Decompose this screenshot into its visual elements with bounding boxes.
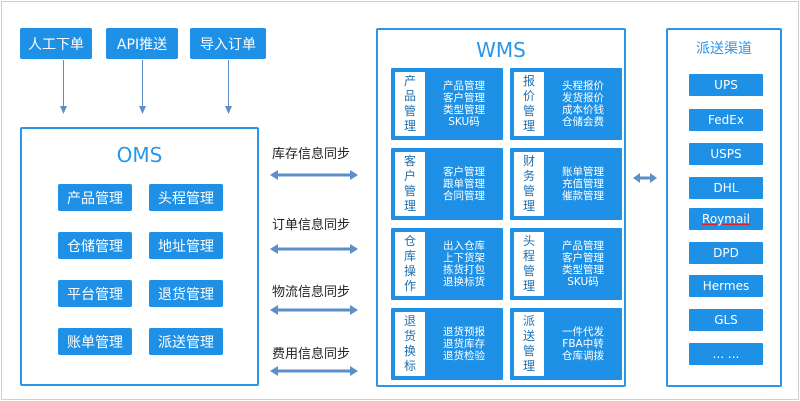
wms-feature: 类型管理 — [562, 264, 604, 276]
wms-feature: 发货报价 — [562, 92, 604, 104]
wms-module-label: 财务管理 — [522, 154, 535, 213]
channels-title: 派送渠道 — [696, 41, 752, 57]
wms-module-label: 产品管理 — [403, 74, 416, 133]
wms-feature: 退货预报 — [443, 326, 485, 338]
oms-item: 派送管理 — [149, 328, 223, 355]
down-arrow-icon — [225, 60, 232, 114]
oms-item: 仓储管理 — [58, 232, 132, 259]
wms-feature: 成本价钱 — [562, 104, 604, 116]
wms-feature: 一件代发 — [562, 326, 604, 338]
wms-feature: 退货库存 — [443, 338, 485, 350]
channels-panel: 派送渠道 UPS FedEx USPS DHL Roymail DPD Herm… — [666, 28, 782, 387]
wms-feature: SKU码 — [567, 276, 599, 288]
sync-label: 物流信息同步 — [272, 285, 351, 300]
wms-module-quote: 报价管理 头程报价 发货报价 成本价钱 仓储会费 — [510, 68, 622, 140]
oms-title: OMS — [116, 143, 163, 167]
wms-feature: 类型管理 — [443, 104, 485, 116]
wms-feature: 头程报价 — [562, 80, 604, 92]
wms-feature: 出入仓库 — [443, 240, 485, 252]
double-arrow-icon — [270, 366, 358, 376]
wms-feature: 合同管理 — [443, 190, 485, 202]
channel-item: GLS — [689, 309, 763, 331]
input-manual-order: 人工下单 — [20, 28, 92, 59]
oms-item: 地址管理 — [149, 232, 223, 259]
wms-feature: 催款管理 — [562, 190, 604, 202]
channel-item: UPS — [689, 74, 763, 96]
wms-panel: WMS 产品管理 产品管理 客户管理 类型管理 SKU码 报价管理 头程报价 发… — [376, 28, 626, 387]
wms-feature: 退货检验 — [443, 350, 485, 362]
channel-item: FedEx — [689, 109, 763, 131]
wms-feature: 客户管理 — [443, 166, 485, 178]
double-arrow-icon — [270, 244, 358, 254]
wms-feature: 仓储会费 — [562, 116, 604, 128]
wms-feature: 上下货架 — [443, 252, 485, 264]
sync-label: 费用信息同步 — [272, 347, 351, 362]
wms-feature: 产品管理 — [443, 80, 485, 92]
wms-module-warehouse: 仓库操作 出入仓库 上下货架 拣货打包 退换标货 — [391, 228, 503, 300]
wms-feature: 跟单管理 — [443, 178, 485, 190]
oms-item: 产品管理 — [58, 184, 132, 211]
wms-module-label: 仓库操作 — [403, 234, 416, 293]
oms-item: 平台管理 — [58, 280, 132, 307]
wms-module-label: 派送管理 — [522, 314, 535, 373]
wms-feature: 仓库调拨 — [562, 350, 604, 362]
oms-item: 头程管理 — [149, 184, 223, 211]
wms-feature: 产品管理 — [562, 240, 604, 252]
wms-module-customer: 客户管理 客户管理 跟单管理 合同管理 — [391, 148, 503, 220]
wms-module-returns: 退货换标 退货预报 退货库存 退货检验 — [391, 308, 503, 380]
wms-feature: 账单管理 — [562, 166, 604, 178]
wms-feature: 客户管理 — [443, 92, 485, 104]
input-import-order: 导入订单 — [190, 28, 266, 59]
input-api-push: API推送 — [106, 28, 178, 59]
wms-module-label: 报价管理 — [522, 74, 535, 133]
sync-label: 订单信息同步 — [272, 218, 351, 233]
channel-item: DHL — [689, 177, 763, 199]
sync-label: 库存信息同步 — [272, 147, 351, 162]
channel-item: Hermes — [689, 275, 763, 297]
wms-module-product: 产品管理 产品管理 客户管理 类型管理 SKU码 — [391, 68, 503, 140]
channel-item: Roymail — [689, 208, 763, 230]
oms-panel: OMS 产品管理 头程管理 仓储管理 地址管理 平台管理 退货管理 账单管理 派… — [20, 127, 259, 386]
double-arrow-icon — [270, 170, 358, 180]
down-arrow-icon — [60, 60, 67, 114]
channel-item: USPS — [689, 143, 763, 165]
wms-feature: 充值管理 — [562, 178, 604, 190]
wms-module-firstleg: 头程管理 产品管理 客户管理 类型管理 SKU码 — [510, 228, 622, 300]
wms-module-delivery: 派送管理 一件代发 FBA中转 仓库调拨 — [510, 308, 622, 380]
oms-item: 账单管理 — [58, 328, 132, 355]
wms-module-label: 头程管理 — [522, 234, 535, 293]
channel-item: ... ... — [689, 343, 763, 365]
wms-feature: 退换标货 — [443, 276, 485, 288]
down-arrow-icon — [139, 60, 146, 114]
wms-feature: 客户管理 — [562, 252, 604, 264]
wms-module-label: 退货换标 — [403, 314, 416, 373]
wms-feature: SKU码 — [448, 116, 480, 128]
wms-module-label: 客户管理 — [403, 154, 416, 213]
wms-module-finance: 财务管理 账单管理 充值管理 催款管理 — [510, 148, 622, 220]
double-arrow-icon — [270, 305, 358, 315]
wms-title: WMS — [476, 38, 526, 62]
channel-item: DPD — [689, 242, 763, 264]
wms-feature: FBA中转 — [562, 338, 604, 350]
double-arrow-icon — [633, 173, 657, 183]
oms-item: 退货管理 — [149, 280, 223, 307]
wms-feature: 拣货打包 — [443, 264, 485, 276]
